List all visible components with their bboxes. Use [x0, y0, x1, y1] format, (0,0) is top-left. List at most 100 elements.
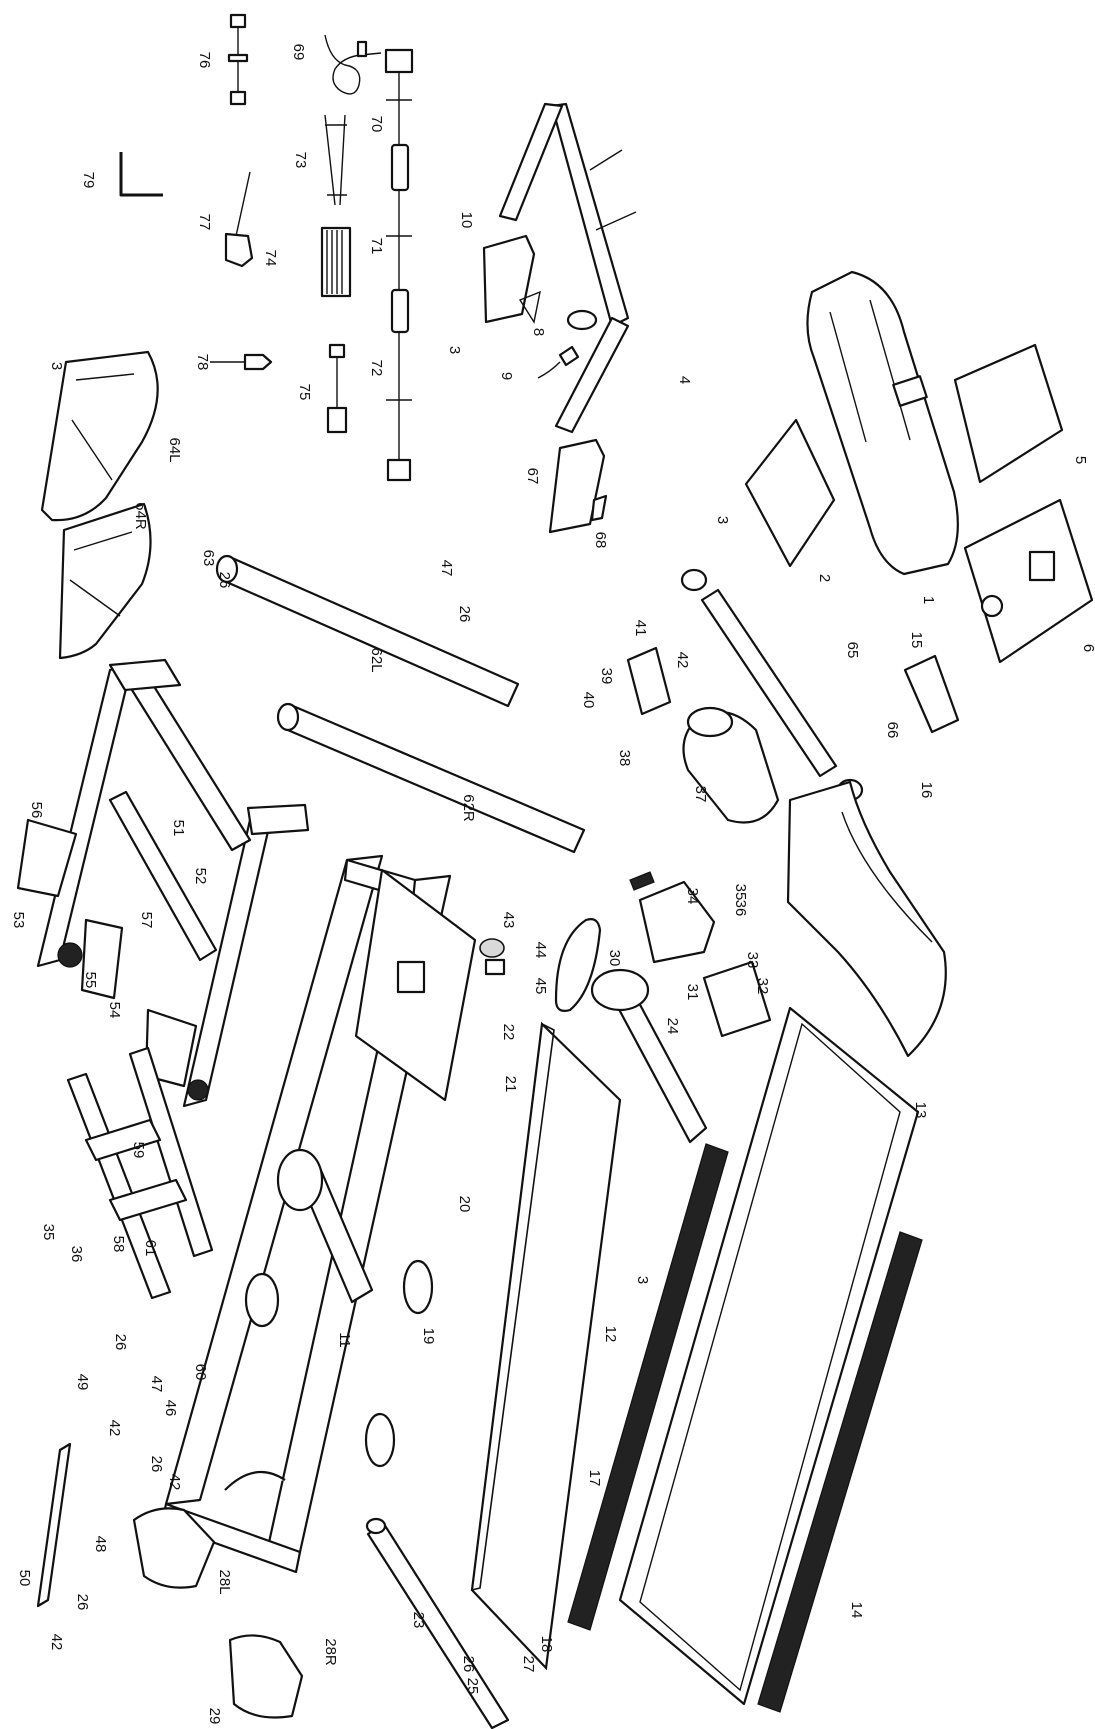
part-label-p77: 77 — [196, 214, 213, 231]
part-14-rail — [567, 1143, 923, 1713]
part-label-p47b: 47 — [148, 1376, 165, 1393]
part-16-motor-cover — [786, 780, 947, 1058]
part-label-p61: 61 — [142, 1240, 159, 1257]
part-label-p42b: 42 — [106, 1420, 123, 1437]
part-label-p12: 12 — [602, 1326, 619, 1343]
part-label-p62R: 62R — [460, 794, 477, 822]
part-38-bracket — [626, 646, 672, 716]
part-2-plate — [744, 418, 836, 568]
part-label-p45: 45 — [532, 978, 549, 995]
part-label-p42a: 42 — [674, 652, 691, 669]
part-label-p22: 22 — [500, 1024, 517, 1041]
part-69-cable — [324, 34, 382, 95]
part-label-p18: 18 — [538, 1636, 555, 1653]
part-10-cap — [482, 234, 536, 324]
part-label-p53: 53 — [10, 912, 27, 929]
part-label-p28L: 28L — [216, 1569, 233, 1594]
part-6-cover — [963, 498, 1094, 664]
part-label-p26c: 26 — [112, 1334, 129, 1351]
part-label-p47a: 47 — [438, 560, 455, 577]
part-label-p64R: 64R — [132, 502, 149, 530]
part-label-p30: 30 — [606, 950, 623, 967]
part-label-p3c: 3 — [714, 516, 731, 524]
part-label-p5: 5 — [1072, 456, 1089, 464]
part-62L-tube — [215, 554, 520, 708]
part-74-filter — [320, 226, 352, 298]
part-label-p50: 50 — [16, 1570, 33, 1587]
part-label-p26b: 26 — [456, 606, 473, 623]
part-label-p8: 8 — [530, 328, 547, 336]
part-label-p62L: 62L — [368, 647, 385, 672]
part-label-p79: 79 — [80, 172, 97, 189]
part-label-p52: 52 — [192, 868, 209, 885]
part-5-cover — [953, 343, 1064, 484]
part-75-switch — [326, 343, 348, 434]
part-label-p72: 72 — [368, 360, 385, 377]
part-label-p68: 68 — [592, 532, 609, 549]
part-19-wheel — [364, 1259, 434, 1468]
part-label-p66: 66 — [884, 722, 901, 739]
part-label-p70: 70 — [368, 116, 385, 133]
part-label-p60: 60 — [192, 1364, 209, 1381]
part-label-p13: 13 — [912, 1102, 929, 1119]
part-label-p26d: 26 — [148, 1456, 165, 1473]
part-label-p64L: 64L — [166, 437, 183, 462]
part-48-rod — [36, 1442, 72, 1608]
part-64R-handrail — [58, 502, 152, 660]
part-56-bracket — [16, 818, 83, 968]
part-label-p17: 17 — [586, 1470, 603, 1487]
part-label-p3a: 3 — [446, 346, 463, 354]
part-label-p67: 67 — [524, 468, 541, 485]
part-label-p37: 37 — [692, 786, 709, 803]
part-62R-tube — [276, 702, 586, 854]
part-58-lift-frame — [66, 1046, 214, 1300]
part-label-p1: 1 — [920, 596, 937, 604]
part-8-grommet — [518, 290, 598, 331]
part-64L-handrail — [40, 350, 159, 522]
part-label-p42d: 42 — [48, 1634, 65, 1651]
part-label-p71: 71 — [368, 238, 385, 255]
part-51-base-frame — [36, 658, 310, 1108]
part-label-p34: 34 — [684, 888, 701, 905]
part-label-p24: 24 — [664, 1018, 681, 1035]
part-23-rear-roller — [365, 1517, 510, 1729]
part-label-p25: 25 — [464, 1678, 481, 1695]
part-1-console — [806, 270, 959, 576]
part-label-p76: 76 — [196, 52, 213, 69]
part-label-p74: 74 — [262, 250, 279, 267]
part-label-p35a: 35 — [732, 884, 749, 901]
part-12-deck — [470, 1021, 622, 1671]
part-label-p38: 38 — [616, 750, 633, 767]
part-31-board — [702, 960, 772, 1038]
part-label-p3d: 3 — [634, 1276, 651, 1284]
part-label-p36a: 36 — [732, 900, 749, 917]
part-label-p19: 19 — [420, 1328, 437, 1345]
part-label-p57: 57 — [138, 912, 155, 929]
part-label-p56: 56 — [28, 802, 45, 819]
part-label-p36b: 36 — [68, 1246, 85, 1263]
part-24-roller — [590, 968, 708, 1144]
part-label-p69: 69 — [290, 44, 307, 61]
part-label-p42c: 42 — [166, 1474, 183, 1491]
part-68-grommet — [590, 494, 608, 522]
part-label-p26f: 26 — [460, 1656, 477, 1673]
part-label-p65: 65 — [844, 642, 861, 659]
part-label-p33: 33 — [744, 952, 761, 969]
part-label-p40: 40 — [580, 692, 597, 709]
part-label-p10: 10 — [458, 212, 475, 229]
part-label-p54: 54 — [106, 1002, 123, 1019]
part-label-p73: 73 — [292, 152, 309, 169]
part-4-upright-frame — [498, 102, 637, 434]
part-33-motor-mount — [629, 871, 716, 964]
part-label-p75: 75 — [296, 384, 313, 401]
part-13-belt — [618, 1006, 920, 1706]
part-label-p58b: 58 — [110, 1236, 127, 1253]
part-label-p15: 15 — [908, 632, 925, 649]
part-label-p32: 32 — [754, 978, 771, 995]
part-label-p78: 78 — [194, 354, 211, 371]
part-70-72-cord — [384, 48, 414, 482]
part-label-p11: 11 — [336, 1332, 353, 1348]
part-9-sensor — [537, 345, 580, 379]
